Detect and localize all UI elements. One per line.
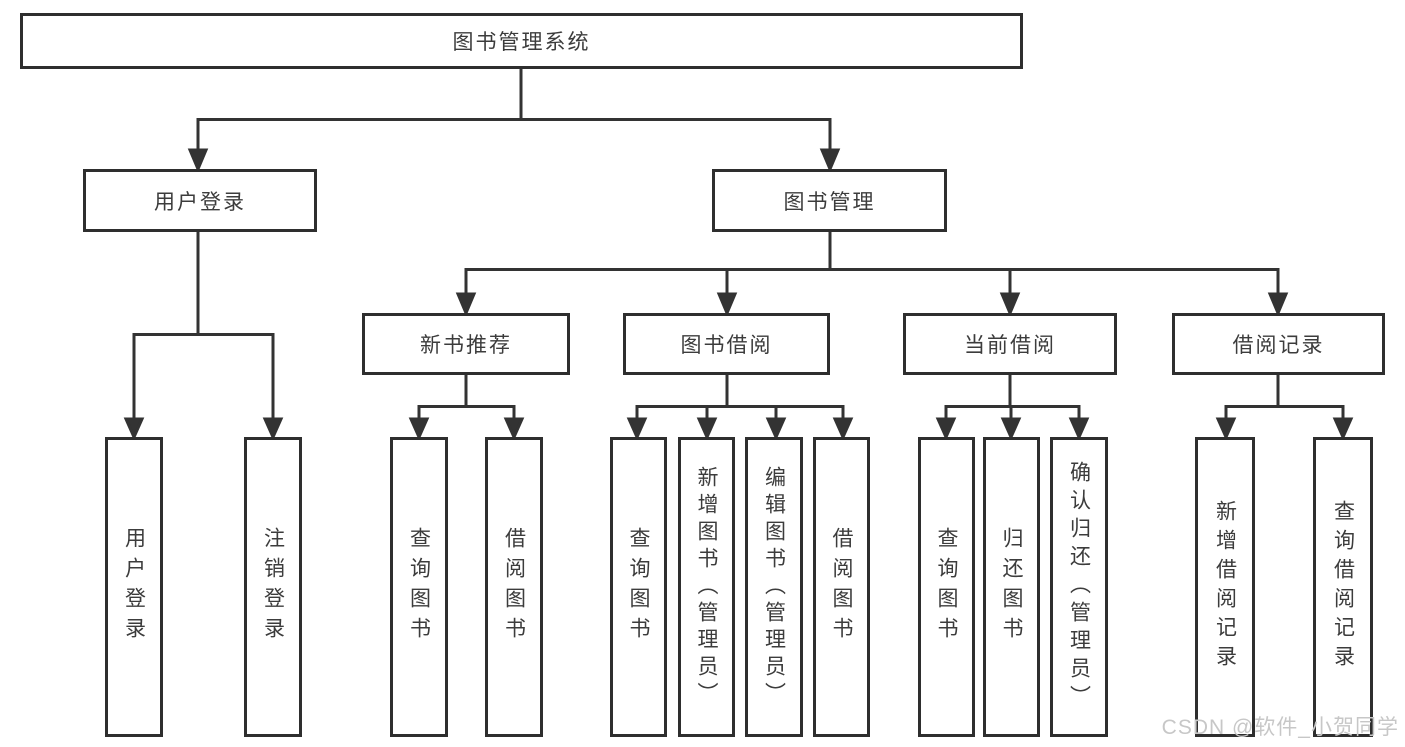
node-label: 图书管理 <box>783 190 876 214</box>
node-label: 用户登录 <box>154 190 246 214</box>
node-new-book-recommendation: 新书推荐 <box>362 313 570 375</box>
node-library-system: 图书管理系统 <box>20 13 1023 69</box>
node-label: 图书管理系统 <box>452 31 591 54</box>
leaf-user-login: 用户登录 <box>105 437 163 737</box>
csdn-watermark: CSDN @软件_小贺同学 <box>1161 716 1399 739</box>
leaf-query-books-current: 查询图书 <box>918 437 975 737</box>
node-book-borrowing: 图书借阅 <box>623 313 830 375</box>
leaf-borrow-books: 借阅图书 <box>813 437 870 737</box>
node-borrowing-records: 借阅记录 <box>1172 313 1385 375</box>
node-label: 新书推荐 <box>420 334 512 357</box>
node-label: 借阅记录 <box>1232 334 1325 357</box>
node-current-borrowing: 当前借阅 <box>903 313 1117 375</box>
leaf-add-borrow-record: 新增借阅记录 <box>1195 437 1255 737</box>
leaf-logout: 注销登录 <box>244 437 302 737</box>
leaf-add-books-admin: 新增图书（管理员） <box>678 437 735 737</box>
leaf-query-books-recommend: 查询图书 <box>390 437 448 737</box>
leaf-query-books-borrow: 查询图书 <box>610 437 667 737</box>
node-label: 当前借阅 <box>964 334 1056 357</box>
leaf-edit-books-admin: 编辑图书（管理员） <box>745 437 803 737</box>
leaf-borrow-books-recommend: 借阅图书 <box>485 437 543 737</box>
leaf-return-books: 归还图书 <box>983 437 1040 737</box>
leaf-query-borrow-record: 查询借阅记录 <box>1313 437 1373 737</box>
node-book-management: 图书管理 <box>712 169 947 232</box>
leaf-confirm-return-admin: 确认归还（管理员） <box>1050 437 1108 737</box>
node-user-login: 用户登录 <box>83 169 317 232</box>
node-label: 图书借阅 <box>680 334 773 357</box>
